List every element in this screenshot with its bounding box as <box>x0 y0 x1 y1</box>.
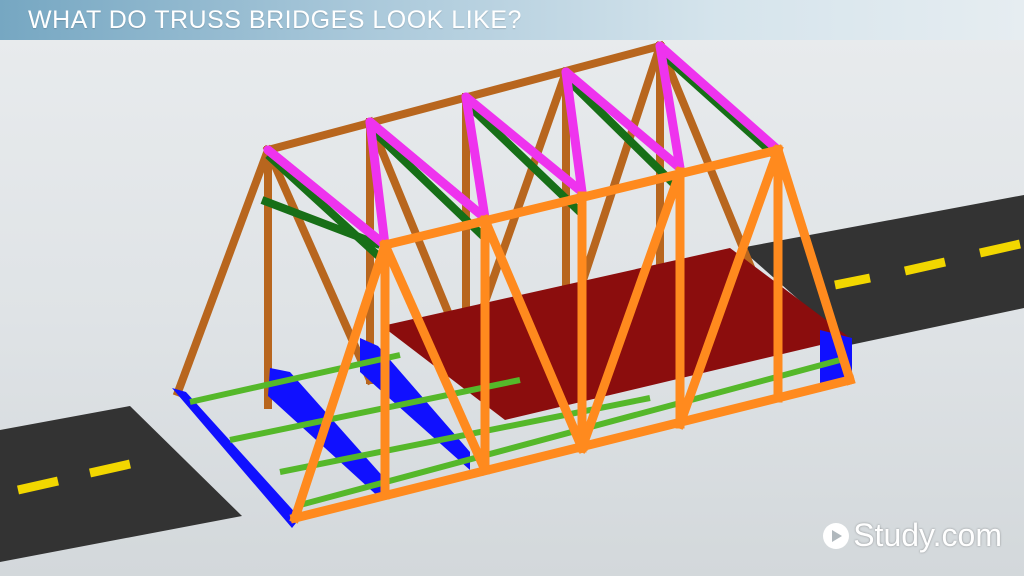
logo-text: Study.com <box>853 517 1002 553</box>
front-truss <box>289 144 856 524</box>
road-right <box>740 195 1024 345</box>
road-left <box>0 406 242 562</box>
study-logo: Study.com <box>823 517 1002 554</box>
slide-title: WHAT DO TRUSS BRIDGES LOOK LIKE? <box>28 5 522 34</box>
bridge-deck <box>382 248 850 420</box>
play-circle-icon <box>823 522 850 549</box>
title-bar: WHAT DO TRUSS BRIDGES LOOK LIKE? <box>0 0 1024 40</box>
top-lateral-bracing <box>263 41 783 250</box>
sway-bracing <box>260 49 781 265</box>
